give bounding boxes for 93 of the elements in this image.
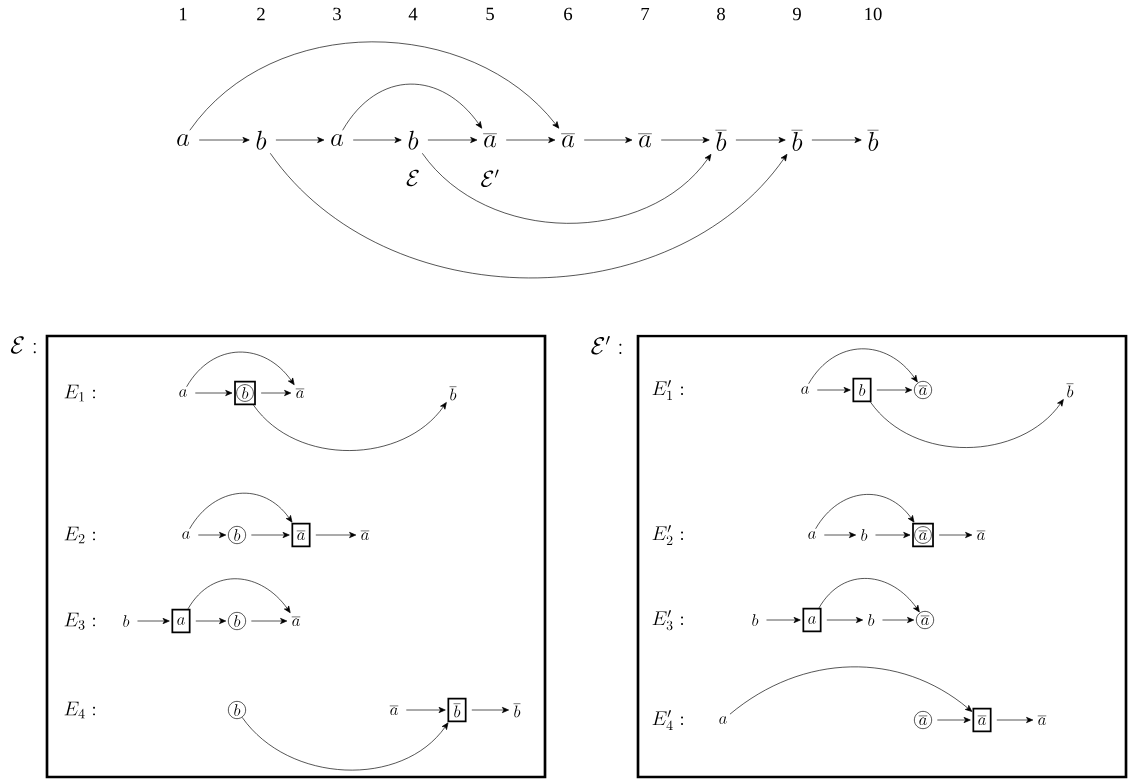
arrow: [937, 717, 971, 723]
arrow: [197, 532, 227, 538]
row-label: $E'_2:$: [652, 525, 683, 545]
row-label: $E_1:$: [64, 384, 95, 402]
column-number: 8: [717, 7, 725, 21]
arrow: [816, 387, 851, 393]
curved-arrow: [342, 83, 483, 131]
arrow: [315, 532, 357, 538]
symbol: $a$: [182, 531, 190, 539]
symbol-label: $\mathcal{E}'$: [481, 169, 499, 188]
curved-arrow: [187, 578, 291, 614]
symbol: $\overline{b}$: [513, 703, 521, 718]
symbol: $\overline{b}$: [449, 386, 457, 401]
arrow: [471, 707, 509, 713]
column-number: 5: [486, 7, 494, 21]
arrow: [405, 707, 446, 713]
column-number: 7: [641, 7, 650, 21]
row-label: $E'_3:$: [652, 610, 683, 631]
arrow: [766, 617, 801, 623]
symbol: $a$: [331, 134, 344, 146]
symbol-label: $\mathcal{E}$: [406, 169, 419, 187]
row-label: $E_3:$: [64, 612, 95, 630]
arrow: [735, 137, 786, 143]
column-number: 2: [257, 7, 265, 21]
arrow: [251, 532, 290, 538]
symbol: $\overline{a}$: [360, 530, 370, 541]
symbol: $b$: [408, 130, 419, 150]
arrow: [882, 617, 915, 623]
symbol: $\overline{a}$: [483, 133, 497, 148]
column-number: 6: [564, 7, 573, 21]
symbol: $a$: [179, 389, 187, 397]
arrow: [195, 618, 227, 624]
curved-arrow: [253, 402, 447, 451]
column-number: 1: [179, 7, 187, 21]
arrow: [583, 137, 633, 143]
symbol: $\overline{a}$: [561, 133, 575, 148]
arrow: [996, 717, 1034, 723]
symbol: $a$: [177, 134, 190, 146]
arrow: [826, 617, 863, 623]
curved-arrow: [815, 494, 915, 530]
arrow: [660, 137, 710, 143]
column-number: 4: [408, 7, 418, 21]
curved-arrow: [269, 152, 788, 279]
row-label: $E_2:$: [64, 526, 95, 544]
symbol: $b$: [752, 614, 759, 626]
arrow: [875, 532, 911, 538]
symbol: $\overline{a}$: [976, 530, 986, 541]
symbol: $a$: [808, 531, 816, 539]
symbol: $a$: [801, 386, 809, 394]
node-label: $\mathcal{E}':$: [591, 335, 622, 355]
symbol: $\overline{b}$: [867, 130, 879, 151]
arrow: [275, 137, 325, 143]
symbol: $\overline{b}$: [791, 130, 803, 151]
symbol: $b$: [256, 130, 267, 150]
symbol: $\overline{b}$: [715, 130, 727, 151]
curved-arrow: [870, 399, 1064, 448]
column-number: 10: [865, 7, 882, 21]
curved-arrow: [729, 666, 973, 715]
symbol: $\overline{a}$: [295, 388, 305, 399]
arrow: [194, 390, 233, 396]
curved-arrow: [189, 41, 560, 131]
symbol: $\overline{a}$: [291, 616, 301, 627]
arrow: [823, 532, 856, 538]
symbol: $b$: [123, 615, 130, 627]
curved-arrow: [186, 351, 295, 388]
column-number: 9: [792, 7, 801, 21]
arrow: [137, 618, 170, 624]
curved-arrow: [241, 717, 449, 771]
arrow: [427, 137, 478, 143]
symbol: $a$: [719, 716, 727, 724]
arrow: [260, 390, 292, 396]
symbol: $b$: [868, 614, 875, 626]
symbol: $\overline{a}$: [389, 705, 399, 716]
arrow: [811, 137, 862, 143]
arrow: [938, 532, 973, 538]
curved-arrow: [808, 348, 918, 385]
symbol: $\overline{a}$: [638, 133, 652, 148]
column-number: 3: [333, 7, 341, 21]
row-label: $E'_4:$: [652, 710, 683, 730]
curved-arrow: [421, 152, 712, 224]
arrow: [352, 137, 402, 143]
row-label: $E'_1:$: [652, 379, 683, 400]
arrow: [198, 137, 250, 143]
arrow: [505, 137, 556, 143]
curved-arrow: [818, 578, 920, 613]
node-label: $\mathcal{E}:$: [10, 336, 36, 354]
symbol: $\overline{a}$: [1037, 715, 1047, 726]
row-label: $E_4:$: [64, 701, 95, 719]
curved-arrow: [189, 493, 293, 530]
arrow: [251, 618, 288, 624]
symbol: $b$: [861, 529, 868, 541]
symbol: $\overline{b}$: [1066, 383, 1074, 398]
arrow: [876, 387, 913, 393]
